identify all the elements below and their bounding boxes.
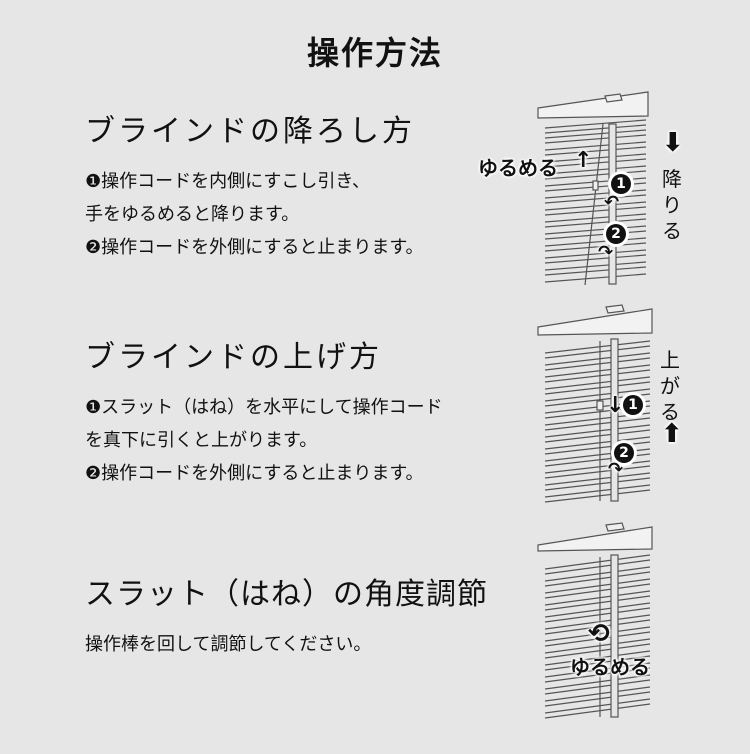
section-heading: ブラインドの上げ方: [85, 340, 382, 375]
section-heading: スラット（はね）の角度調節: [85, 577, 488, 612]
instruction-line: 操作棒を回して調節してください。: [85, 634, 372, 655]
down-arrow-icon: ↓: [606, 393, 625, 418]
instruction-line: ❷操作コードを外側にすると止まります。: [85, 463, 424, 484]
step-badge-1: 1: [611, 174, 631, 194]
instruction-line: ❶スラット（はね）を水平にして操作コード: [85, 397, 443, 418]
curved-arrow-right-icon: ↷: [608, 459, 624, 480]
step-badge-2: 2: [606, 224, 626, 244]
step-badge-1: 1: [623, 395, 643, 415]
instruction-line: を真下に引くと上がります。: [85, 430, 318, 451]
blind-illustration-tilt: ⟲ ゆるめる: [520, 515, 720, 750]
direction-label-raise: 上がる: [660, 348, 680, 424]
blind-drawing: [537, 522, 653, 719]
instruction-line: 手をゆるめると降ります。: [85, 204, 300, 225]
instruction-line: ❶操作コードを内側にすこし引き、: [85, 171, 371, 192]
step-badge-2: 2: [614, 443, 634, 463]
instruction-line: ❷操作コードを外側にすると止まります。: [85, 237, 424, 258]
page-title: 操作方法: [306, 34, 443, 72]
up-arrow-icon: ↑: [574, 148, 593, 173]
section-lowering: ブラインドの降ろし方 ❶操作コードを内側にすこし引き、 手をゆるめると降ります。…: [85, 117, 424, 264]
section-slat-angle: スラット（はね）の角度調節 操作棒を回して調節してください。: [85, 580, 488, 661]
section-raising: ブラインドの上げ方 ❶スラット（はね）を水平にして操作コード を真下に引くと上が…: [85, 343, 443, 490]
direction-label-lower: 降りる: [662, 167, 682, 243]
blind-illustration-lowering: ゆるめる ↑ 1 ↶ 2 ↷ ⬇ 降りる: [470, 80, 710, 290]
down-arrow-icon: ⬇: [662, 128, 684, 158]
up-arrow-icon: ⬆: [661, 419, 683, 449]
curved-arrow-left-icon: ↶: [604, 192, 620, 213]
section-heading: ブラインドの降ろし方: [85, 114, 415, 149]
blind-drawing: [537, 91, 649, 286]
rotate-label: ゆるめる: [570, 655, 650, 679]
loosen-label: ゆるめる: [478, 156, 558, 180]
rotate-icon: ⟲: [588, 619, 610, 649]
blind-illustration-raising: ↓ 1 2 ↷ 上がる ⬆: [520, 295, 720, 510]
curved-arrow-right-icon: ↷: [598, 242, 614, 263]
